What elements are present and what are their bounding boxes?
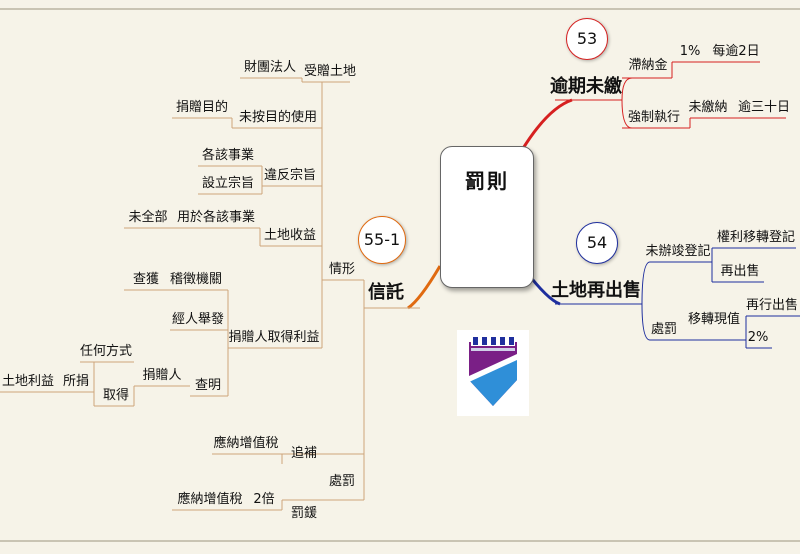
each-business-label: 各該事業: [201, 148, 255, 163]
shield-logo-icon: [457, 330, 529, 416]
bubble-55-1: 55-1: [358, 216, 406, 264]
not-all-label: 未全部: [128, 210, 168, 225]
times2-label: 2倍: [253, 492, 275, 507]
cases-label: 情形: [328, 262, 356, 277]
penalty-label: 處罰: [650, 322, 678, 337]
setup-purpose-label: 設立宗旨: [201, 176, 255, 191]
organization-logo: [457, 330, 529, 416]
late-fee-pct: 1%: [679, 44, 701, 59]
found-label: 查獲: [132, 272, 160, 287]
land-profit-label: 土地利益: [1, 374, 55, 389]
foundation-label: 財團法人: [243, 60, 297, 75]
late-fee-per: 每逾2日: [712, 44, 760, 59]
resell-label: 再出售: [720, 264, 760, 279]
transfer-label: 權利移轉登記: [716, 230, 796, 245]
move-value-label: 移轉現值: [687, 312, 741, 327]
obtain-label: 取得: [102, 388, 130, 403]
verified-label: 查明: [194, 378, 222, 393]
land-income-label: 土地收益: [263, 228, 317, 243]
frame-bottom-line: [0, 540, 800, 542]
audit-label: 稽徵機關: [169, 272, 223, 287]
penalty-pct: 2%: [747, 330, 769, 345]
vat-due-label-2: 應納增值稅: [177, 492, 243, 507]
branch-overdue-label: 逾期未繳: [550, 76, 622, 97]
branch-trust-label: 信託: [368, 282, 404, 303]
any-way-label: 任何方式: [79, 344, 133, 359]
reported-label: 經人舉發: [171, 312, 225, 327]
use-for-label: 用於各該事業: [176, 210, 256, 225]
fine-label: 罰鍰: [290, 506, 318, 521]
donated-by-label: 所捐: [62, 374, 90, 389]
frame-top-line: [0, 8, 800, 10]
enforce-label: 強制執行: [627, 110, 681, 125]
donation-purpose-label: 捐贈目的: [175, 100, 229, 115]
bubble-54: 54: [576, 222, 618, 264]
donor-label: 捐贈人: [142, 368, 182, 383]
unfinished-label: 未辦竣登記: [645, 244, 711, 259]
unused-label: 未按目的使用: [238, 110, 318, 125]
resale-again-label: 再行出售: [745, 298, 799, 313]
punish-label: 處罰: [328, 474, 356, 489]
branch-resale-label: 土地再出售: [551, 280, 641, 301]
enforce-days: 逾三十日: [737, 100, 791, 115]
bubble-53: 53: [566, 18, 608, 60]
late-fee-label: 滯納金: [628, 58, 668, 73]
root-node: 罰則: [440, 146, 534, 288]
donated-land-label: 受贈土地: [303, 64, 357, 79]
donor-profit-label: 捐贈人取得利益: [228, 330, 320, 345]
violate-label: 違反宗旨: [263, 168, 317, 183]
recover-label: 追補: [290, 446, 318, 461]
enforce-unpaid: 未繳納: [688, 100, 728, 115]
root-label: 罰則: [465, 169, 509, 193]
vat-due-label-1: 應納增值稅: [213, 436, 279, 451]
